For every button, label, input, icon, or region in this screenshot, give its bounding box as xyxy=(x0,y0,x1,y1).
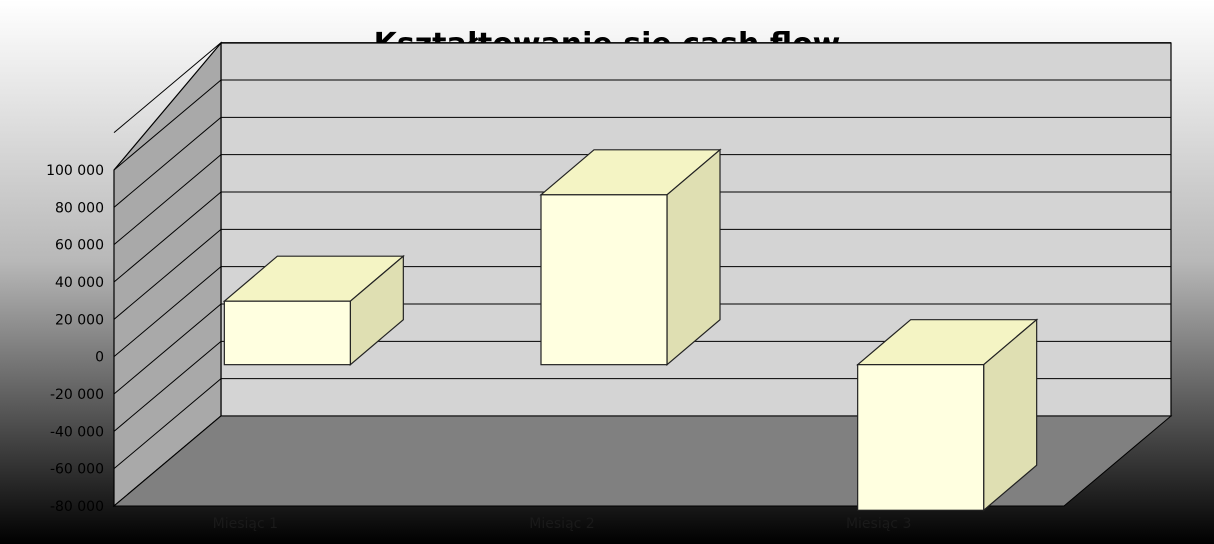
gridline-diagonal xyxy=(113,303,222,395)
gridline-diagonal xyxy=(113,79,222,171)
y-tick-label: 60 000 xyxy=(55,238,104,254)
y-tick-label: 100 000 xyxy=(46,163,104,179)
bars xyxy=(222,148,1039,512)
bar-front-face xyxy=(223,300,351,366)
y-tick-label: -40 000 xyxy=(50,424,104,440)
gridline-diagonal xyxy=(113,228,222,320)
gridline-diagonal xyxy=(113,42,222,134)
gridline-diagonal xyxy=(113,378,222,470)
gridline-diagonal xyxy=(113,340,222,432)
gridline-diagonal xyxy=(113,191,222,283)
gridline-diagonal xyxy=(113,116,222,208)
x-category-label: Miesiąc 3 xyxy=(846,516,911,532)
x-category-label: Miesiąc 2 xyxy=(529,516,594,532)
bar xyxy=(222,254,405,366)
x-axis-labels: Miesiąc 1 Miesiąc 2 Miesiąc 3 xyxy=(213,516,912,532)
y-tick-label: 20 000 xyxy=(55,312,104,328)
gridline-diagonal xyxy=(113,154,222,246)
bar xyxy=(856,318,1039,512)
y-tick-label: 80 000 xyxy=(55,200,104,216)
bar-front-face xyxy=(857,364,985,511)
x-category-label: Miesiąc 1 xyxy=(213,516,278,532)
y-tick-label: -60 000 xyxy=(50,462,104,478)
y-tick-label: 0 xyxy=(95,350,104,366)
y-tick-label: -80 000 xyxy=(50,499,104,515)
bar-front-face xyxy=(540,194,668,366)
y-axis-ticks: -80 000 -60 000 -40 000 -20 000 0 20 000 40 00… xyxy=(46,163,104,515)
y-tick-label: 40 000 xyxy=(55,275,104,291)
bar xyxy=(539,148,722,366)
gridline-diagonal xyxy=(113,266,222,358)
y-tick-label: -20 000 xyxy=(50,387,104,403)
